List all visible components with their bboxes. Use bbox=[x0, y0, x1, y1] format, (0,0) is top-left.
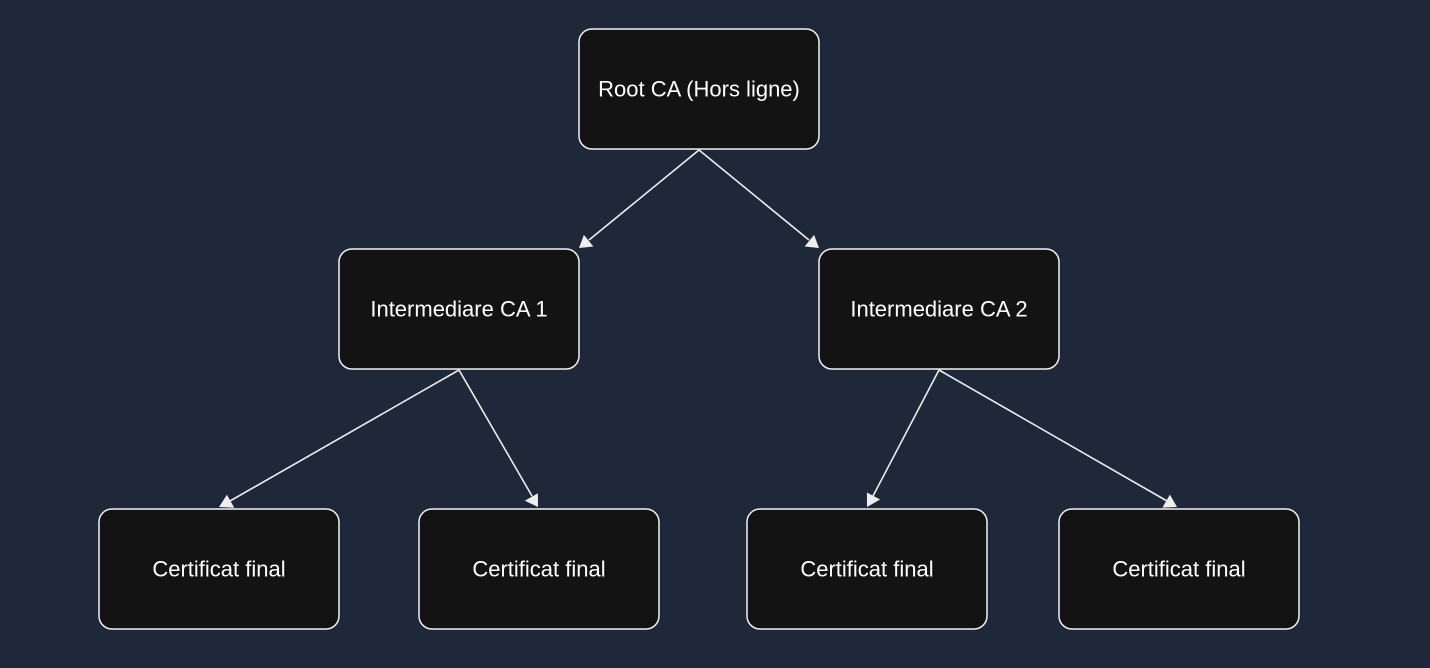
node-intermediate-ca-1-label: Intermediare CA 1 bbox=[370, 297, 547, 322]
node-leaf-certificate-2[interactable]: Certificat final bbox=[418, 508, 660, 630]
node-leaf-certificate-2-label: Certificat final bbox=[472, 557, 605, 582]
node-leaf-certificate-3-label: Certificat final bbox=[800, 557, 933, 582]
edge-root-to-intermediate-1 bbox=[579, 149, 700, 248]
node-leaf-certificate-4[interactable]: Certificat final bbox=[1058, 508, 1300, 630]
node-root-ca-label: Root CA (Hors ligne) bbox=[598, 77, 800, 102]
node-leaf-certificate-1-label: Certificat final bbox=[152, 557, 285, 582]
edge-intermediate-1-to-leaf-1 bbox=[219, 369, 460, 508]
arrowhead-icon bbox=[579, 234, 594, 248]
node-intermediate-ca-2-label: Intermediare CA 2 bbox=[850, 297, 1027, 322]
node-intermediate-ca-1[interactable]: Intermediare CA 1 bbox=[338, 248, 580, 370]
node-leaf-certificate-1[interactable]: Certificat final bbox=[98, 508, 340, 630]
node-leaf-certificate-3[interactable]: Certificat final bbox=[746, 508, 988, 630]
arrowhead-icon bbox=[1162, 494, 1177, 508]
edge-intermediate-1-to-leaf-2 bbox=[458, 369, 538, 507]
node-intermediate-ca-2[interactable]: Intermediare CA 2 bbox=[818, 248, 1060, 370]
arrowhead-icon bbox=[219, 494, 235, 508]
arrowhead-icon bbox=[524, 493, 538, 507]
edge-intermediate-2-to-leaf-3 bbox=[866, 369, 940, 507]
edge-root-to-intermediate-2 bbox=[698, 149, 819, 248]
node-root-ca[interactable]: Root CA (Hors ligne) bbox=[578, 28, 820, 150]
edge-intermediate-2-to-leaf-4 bbox=[938, 369, 1177, 508]
arrowhead-icon bbox=[804, 234, 819, 248]
node-leaf-certificate-4-label: Certificat final bbox=[1112, 557, 1245, 582]
arrowhead-icon bbox=[866, 492, 881, 507]
